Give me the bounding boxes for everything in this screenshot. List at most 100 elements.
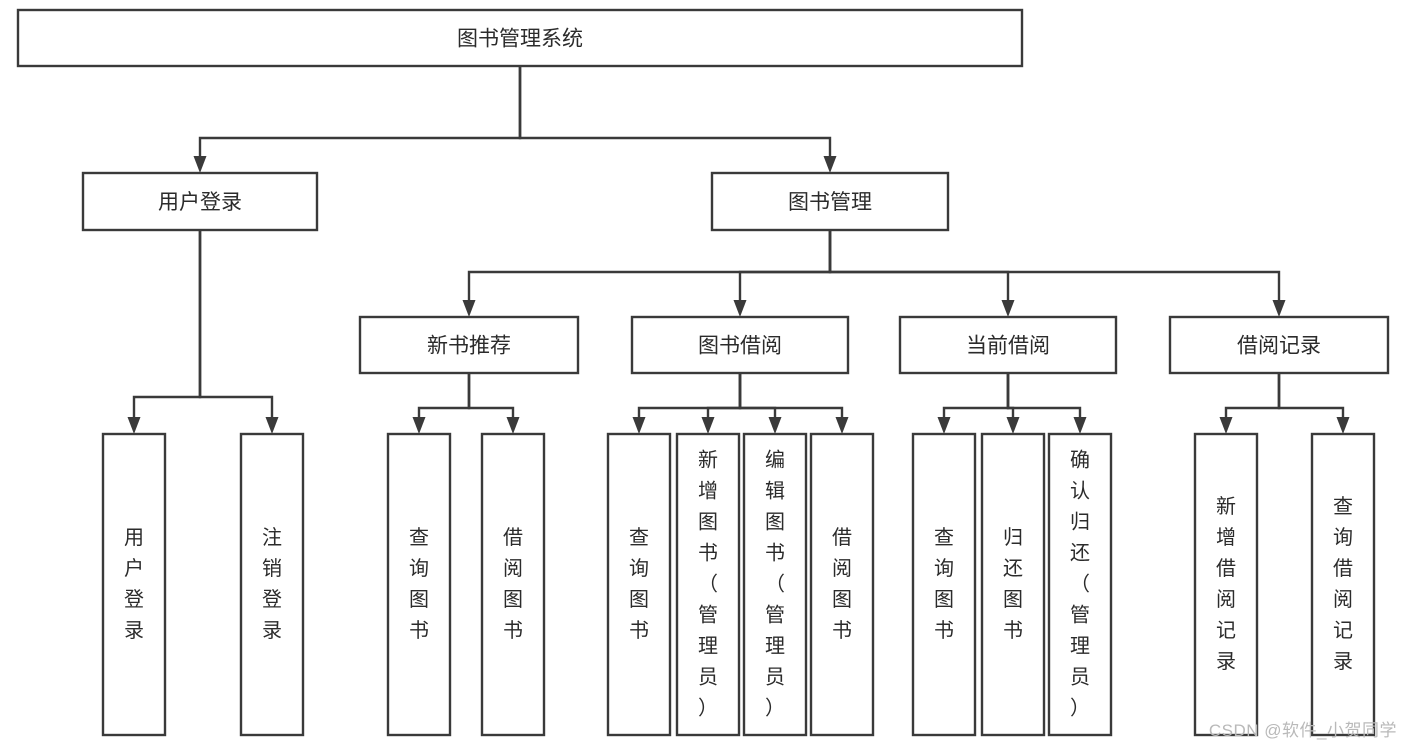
node-label: 编辑图书（管理员） [765, 449, 785, 720]
node-box [911, 432, 977, 737]
node-label: 借阅图书 [503, 526, 523, 642]
node-box [606, 432, 672, 737]
node-level2-1[interactable]: 图书借阅 [630, 315, 850, 375]
node-label: 注销登录 [262, 526, 282, 642]
arrow-head-icon [1336, 417, 1350, 434]
node-level2-2[interactable]: 当前借阅 [898, 315, 1118, 375]
arrow-head-icon [1272, 300, 1286, 317]
connector-line [1006, 373, 1082, 420]
node-leaf-12[interactable]: 查询借阅记录 [1310, 432, 1376, 737]
connector-line [467, 373, 515, 420]
node-box [980, 432, 1046, 737]
connector-edge [738, 373, 782, 434]
node-box [1193, 432, 1259, 737]
connector-line [198, 66, 522, 159]
arrow-head-icon [768, 417, 782, 434]
node-box [1168, 315, 1390, 375]
arrow-head-icon [506, 417, 520, 434]
node-label: 查询图书 [629, 526, 649, 642]
arrow-head-icon [193, 156, 207, 173]
node-label: 借阅图书 [832, 526, 852, 642]
node-box [898, 315, 1118, 375]
node-label: 确认归还（管理员） [1070, 449, 1090, 720]
connector-edge [937, 373, 1010, 434]
node-leaf-2[interactable]: 查询图书 [386, 432, 452, 737]
connector-edge [828, 230, 1015, 317]
connector-edge [632, 373, 742, 434]
arrow-head-icon [412, 417, 426, 434]
node-leaf-10[interactable]: 确认归还（管理员） [1047, 432, 1113, 737]
node-leaf-3[interactable]: 借阅图书 [480, 432, 546, 737]
node-level2-3[interactable]: 借阅记录 [1168, 315, 1390, 375]
arrow-head-icon [632, 417, 646, 434]
node-leaf-5[interactable]: 新增图书（管理员） [675, 432, 741, 737]
connector-edge [1277, 373, 1350, 434]
node-label: 归还图书 [1003, 526, 1023, 642]
node-leaf-1[interactable]: 注销登录 [239, 432, 305, 737]
node-leaf-8[interactable]: 查询图书 [911, 432, 977, 737]
node-label: 用户登录 [158, 191, 242, 214]
node-label: 查询图书 [934, 526, 954, 642]
connector-line [706, 373, 742, 420]
node-label: 借阅记录 [1237, 335, 1321, 358]
arrow-head-icon [1219, 417, 1233, 434]
arrow-head-icon [462, 300, 476, 317]
connector-line [518, 66, 832, 159]
node-label: 图书管理系统 [457, 28, 583, 51]
node-label: 查询借阅记录 [1333, 495, 1353, 673]
connector-edge [127, 230, 202, 434]
connector-line [738, 373, 844, 420]
connector-line [738, 230, 832, 303]
node-label: 图书管理 [788, 191, 872, 214]
arrow-head-icon [835, 417, 849, 434]
node-leaf-0[interactable]: 用户登录 [101, 432, 167, 737]
node-box [1310, 432, 1376, 737]
connector-line [198, 230, 274, 420]
arrow-head-icon [701, 417, 715, 434]
node-root-0[interactable]: 图书管理系统 [16, 8, 1024, 68]
arrow-head-icon [733, 300, 747, 317]
arrow-head-icon [127, 417, 141, 434]
node-box [742, 432, 808, 737]
node-box [710, 171, 950, 232]
node-label: 新书推荐 [427, 335, 511, 358]
arrow-head-icon [265, 417, 279, 434]
node-level2-0[interactable]: 新书推荐 [358, 315, 580, 375]
arrow-head-icon [1006, 417, 1020, 434]
node-leaf-7[interactable]: 借阅图书 [809, 432, 875, 737]
connector-line [1277, 373, 1345, 420]
connector-edge [518, 66, 837, 173]
node-leaf-4[interactable]: 查询图书 [606, 432, 672, 737]
node-box [675, 432, 741, 737]
connector-line [1224, 373, 1281, 420]
connector-edge [193, 66, 522, 173]
connector-edge [198, 230, 279, 434]
connector-edge [1006, 373, 1087, 434]
node-box [101, 432, 167, 737]
connector-line [738, 373, 777, 420]
node-leaf-9[interactable]: 归还图书 [980, 432, 1046, 737]
node-leaf-11[interactable]: 新增借阅记录 [1193, 432, 1259, 737]
connector-line [467, 230, 832, 303]
node-box [386, 432, 452, 737]
connector-edge [412, 373, 471, 434]
connector-line [828, 230, 1010, 303]
connector-edge [462, 230, 832, 317]
node-label: 用户登录 [124, 527, 144, 642]
connector-edge [701, 373, 742, 434]
node-label: 新增借阅记录 [1216, 495, 1236, 673]
node-label: 查询图书 [409, 526, 429, 642]
connector-edge [467, 373, 520, 434]
node-box [809, 432, 875, 737]
arrow-head-icon [1073, 417, 1087, 434]
node-level1-0[interactable]: 用户登录 [81, 171, 319, 232]
connector-edge [828, 230, 1286, 317]
node-level1-1[interactable]: 图书管理 [710, 171, 950, 232]
connector-line [828, 230, 1281, 303]
node-leaf-6[interactable]: 编辑图书（管理员） [742, 432, 808, 737]
connector-edge [733, 230, 832, 317]
node-box [239, 432, 305, 737]
arrow-head-icon [937, 417, 951, 434]
